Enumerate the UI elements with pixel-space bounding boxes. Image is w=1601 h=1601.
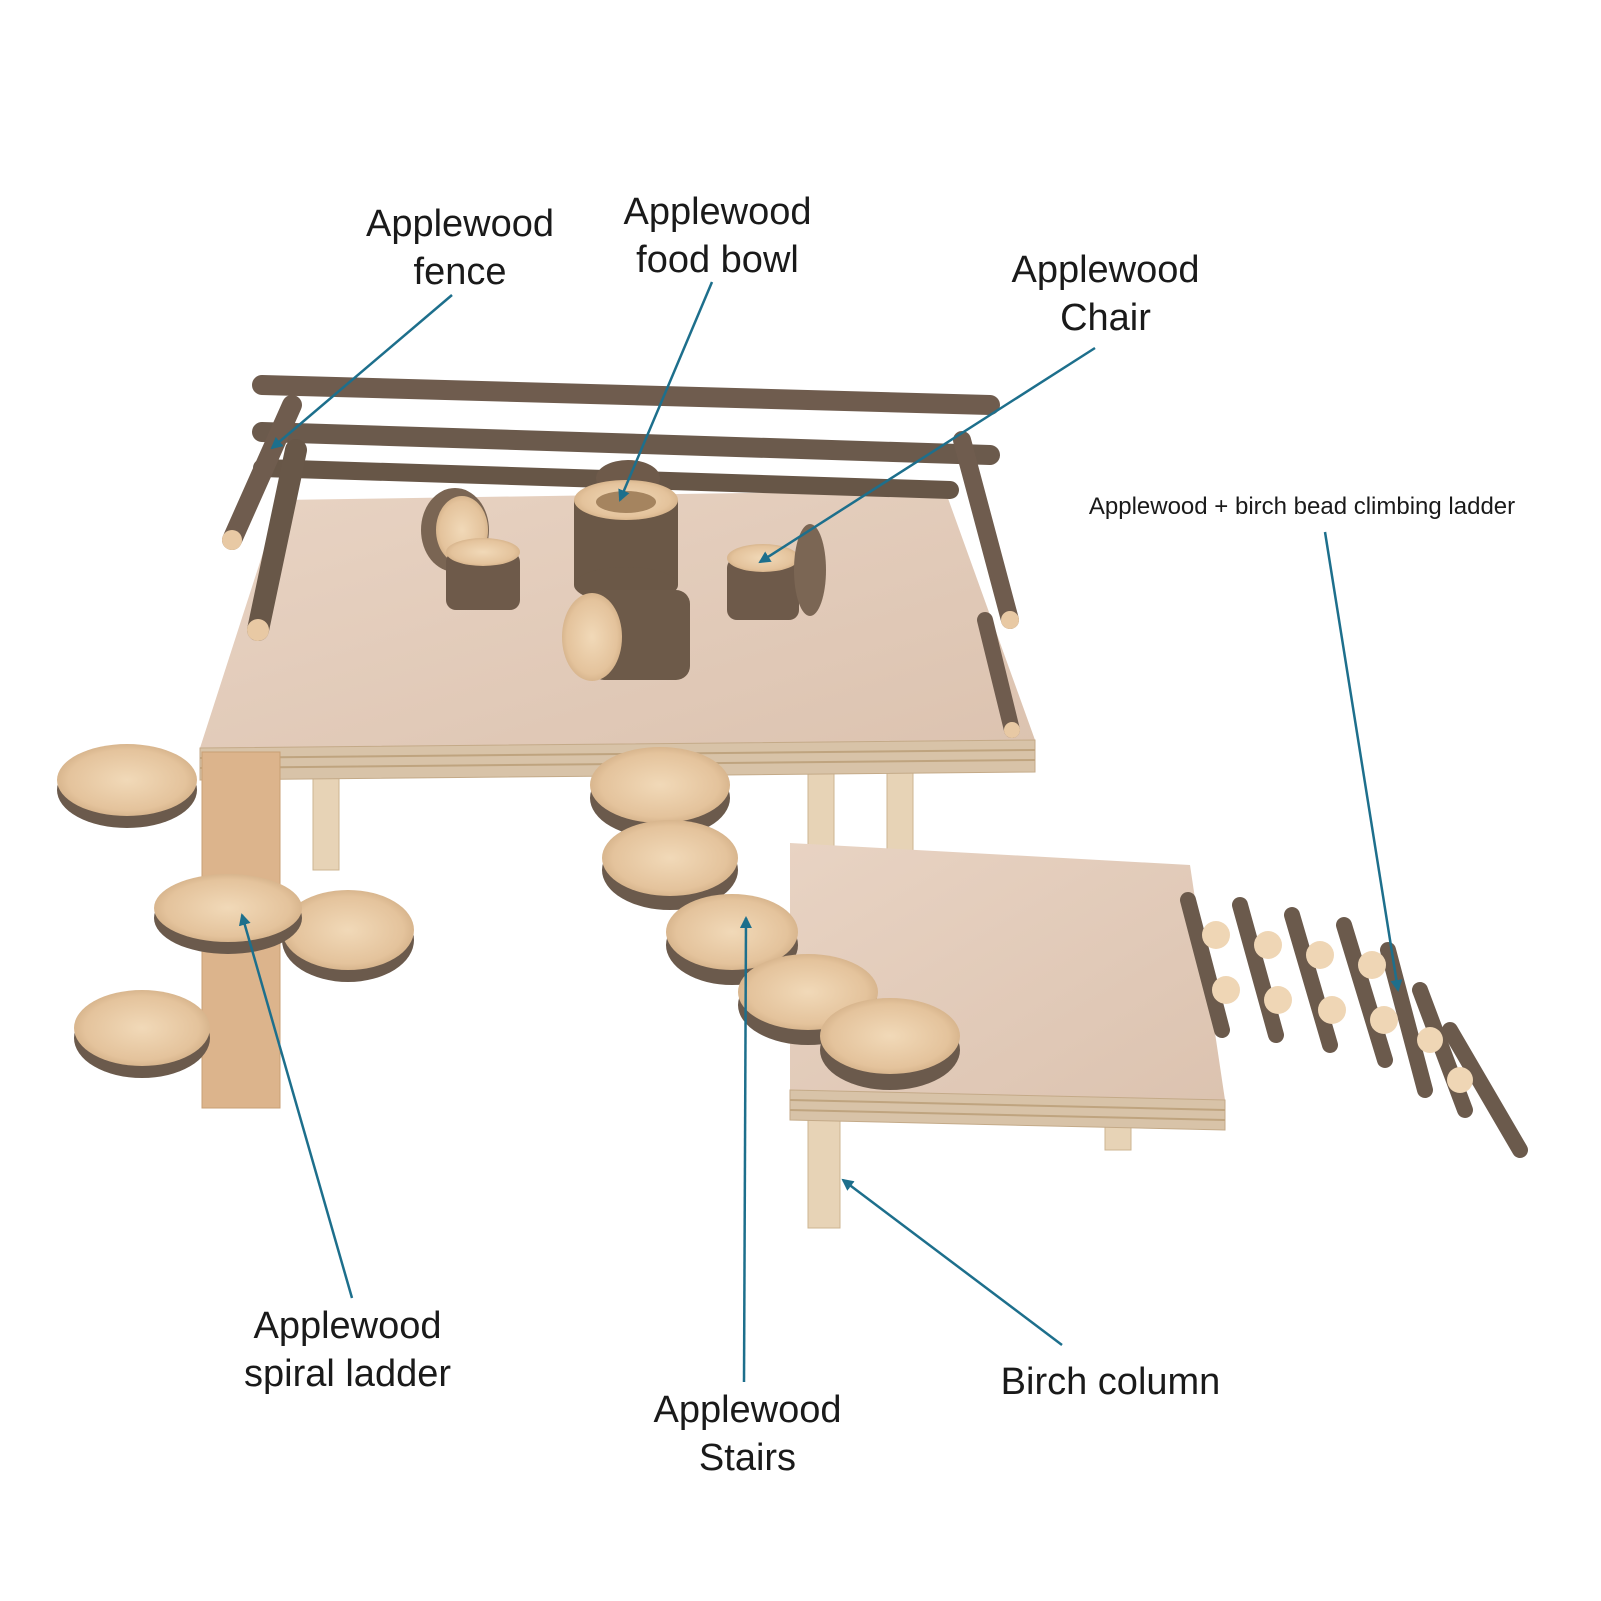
upper-leg — [312, 769, 340, 871]
fence-pointer — [270, 294, 453, 450]
birch-column — [807, 1119, 841, 1229]
spiral-disc — [74, 990, 210, 1078]
chair-left — [421, 488, 520, 610]
pointer-lines — [238, 281, 1403, 1383]
food-bowl-pointer — [618, 281, 714, 502]
spiral-disc — [57, 744, 197, 828]
climbing-ladder-label: Applewood + birch bead climbing ladder — [1088, 493, 1516, 520]
stairs-label: Applewood Stairs — [653, 1389, 842, 1479]
stairs-pointer — [739, 916, 752, 1383]
spiral-disc — [154, 874, 302, 954]
fence-label: Applewood fence — [365, 203, 555, 293]
climbing-ladder-pointer — [1323, 531, 1403, 992]
stair-disc — [820, 998, 960, 1090]
birch-column-pointer — [841, 1178, 1063, 1346]
chair-pointer — [758, 346, 1096, 564]
upper-leg — [886, 769, 914, 861]
food-bowl-label: Applewood food bowl — [623, 191, 812, 281]
birch-column-label: Birch column — [1000, 1361, 1221, 1403]
stair-disc — [602, 820, 738, 910]
log-block — [562, 590, 690, 681]
stairs — [590, 747, 960, 1090]
bead-ladder — [1180, 892, 1528, 1158]
chair-label: Applewood Chair — [1011, 249, 1200, 339]
spiral-ladder-pointer — [238, 913, 354, 1299]
spiral-ladder-label: Applewood spiral ladder — [244, 1305, 451, 1395]
chair-right — [727, 524, 826, 620]
spiral-ladder — [57, 744, 414, 1109]
spiral-disc — [282, 890, 414, 982]
stair-disc — [590, 747, 730, 838]
